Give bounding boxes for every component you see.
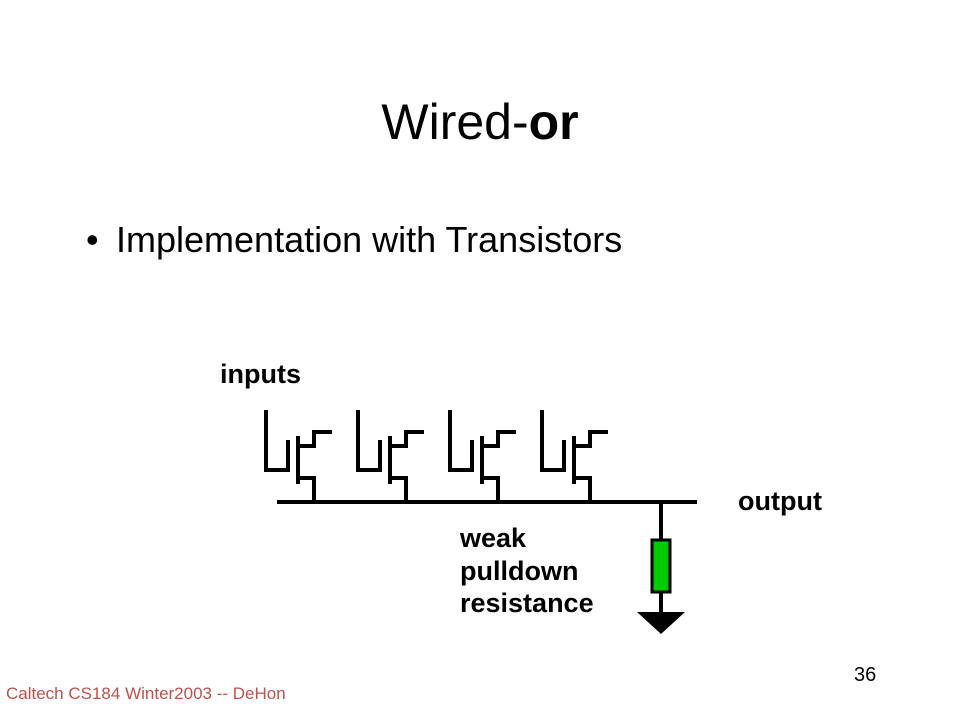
transistor-icon [540, 410, 608, 504]
transistor-icon [448, 410, 516, 504]
inputs-label: inputs [220, 359, 301, 389]
bullet-item: • Implementation with Transistors [86, 218, 622, 262]
bullet-text: Implementation with Transistors [116, 219, 623, 260]
bullet-dot-icon: • [86, 219, 99, 260]
title-text: Wired- [381, 94, 529, 150]
transistor-icon [264, 410, 332, 504]
resistor-label-line-3: resistance [460, 588, 594, 618]
output-label: output [738, 486, 822, 516]
title-bold-text: or [528, 94, 579, 150]
page-number: 36 [854, 664, 877, 686]
transistor-icon [356, 410, 424, 504]
footer-credit: Caltech CS184 Winter2003 -- DeHon [6, 684, 286, 703]
pulldown-resistor [650, 538, 672, 594]
slide-title: Wired-or [0, 92, 960, 152]
resistor-label-line-1: weak [459, 523, 527, 553]
resistor-label-line-2: pulldown [460, 556, 578, 586]
ground-icon [637, 612, 685, 634]
transistor-group [264, 410, 608, 504]
resistor-label: weak pulldown resistance [459, 523, 594, 618]
